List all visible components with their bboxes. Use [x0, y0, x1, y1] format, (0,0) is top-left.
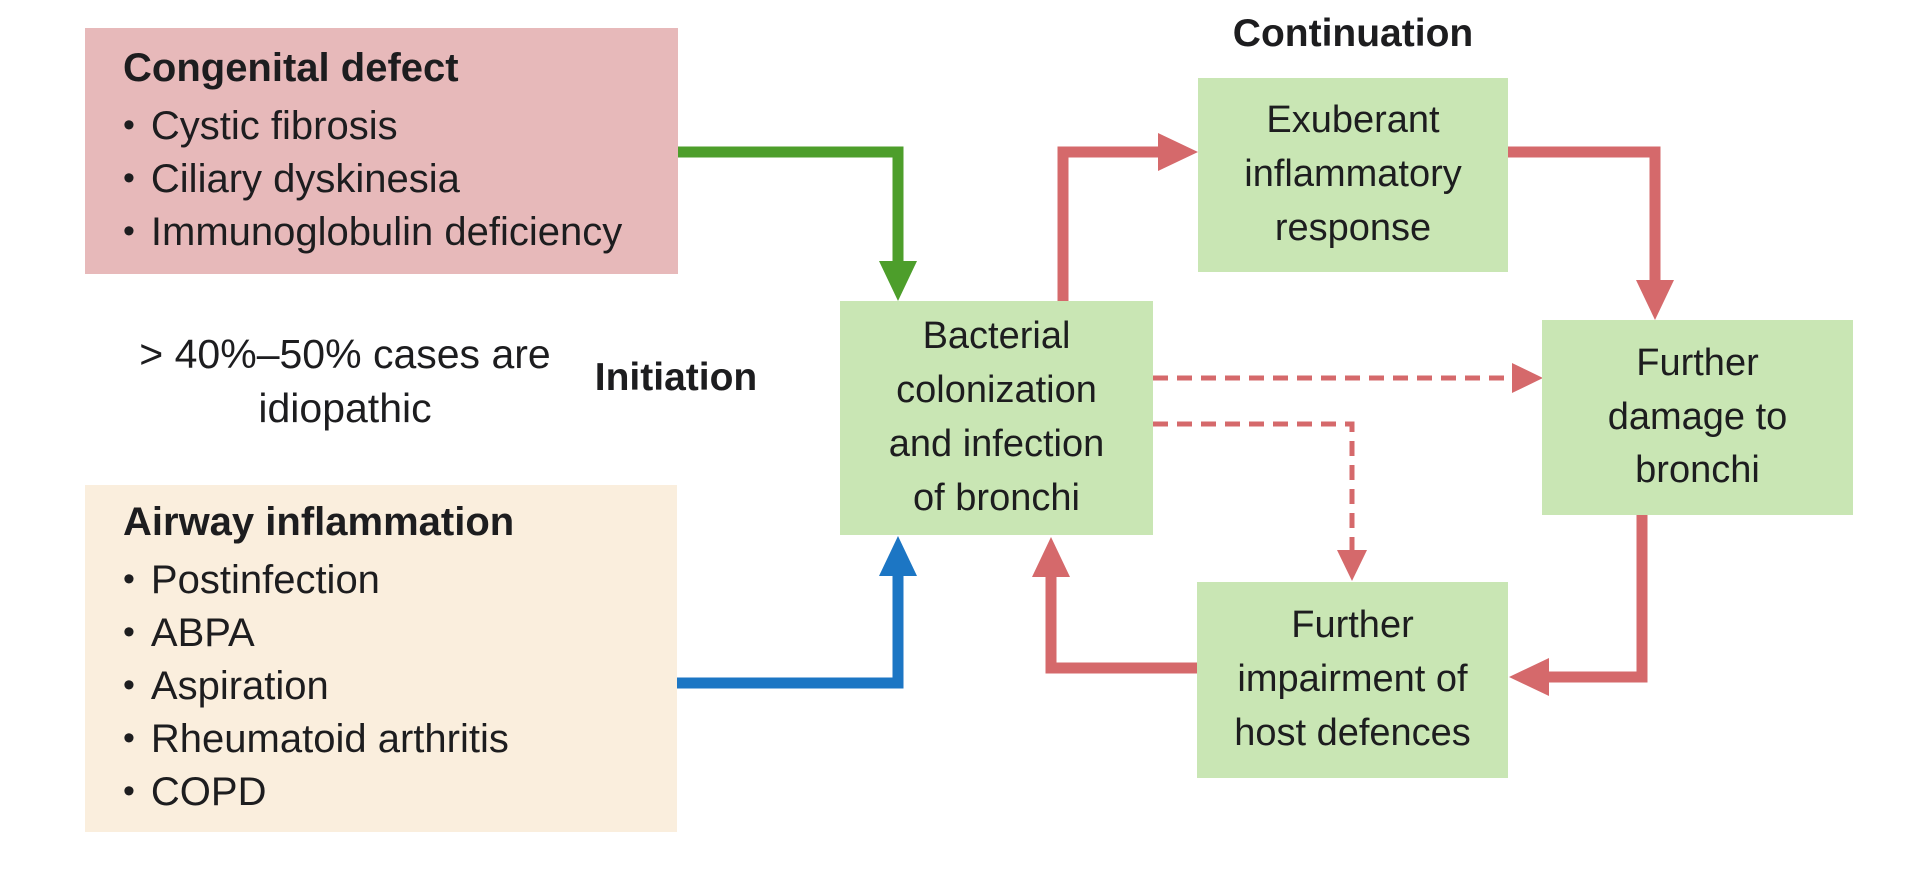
initiation-label: Initiation	[594, 356, 758, 399]
further-impairment-host-defences-node: Further impairment of host defences	[1197, 582, 1508, 778]
arrowhead-up-icon	[1032, 537, 1070, 577]
arrowhead-down-icon	[1636, 280, 1674, 320]
arrow-impairment-to-bacterial-line	[1045, 576, 1197, 674]
bacterial-colonization-node: Bacterial colonization and infection of …	[840, 301, 1153, 535]
list-item-text: Aspiration	[150, 664, 329, 708]
list-item-text: Cystic fibrosis	[150, 103, 398, 148]
arrow-congenital-to-bacterial-line	[678, 146, 904, 262]
airway-inflammation-box: Airway inflammation • Postinfection • ABPA…	[85, 485, 677, 832]
bullet-icon: •	[123, 772, 135, 810]
list-item: • ABPA	[123, 608, 639, 661]
list-item-text: Postinfection	[150, 558, 380, 602]
congenital-defect-list: • Cystic fibrosis • Ciliary dyskinesia • Im…	[123, 101, 640, 260]
list-item: • Cystic fibrosis	[123, 101, 640, 154]
list-item: • Ciliary dyskinesia	[123, 154, 640, 207]
arrow-exuberant-to-damage-line	[1508, 146, 1661, 281]
airway-inflammation-list: • Postinfection • ABPA • Aspiration • Rheuma…	[123, 555, 639, 820]
congenital-defect-box: Congenital defect • Cystic fibrosis • Cili…	[85, 28, 678, 274]
arrowhead-down-icon	[879, 261, 917, 301]
continuation-label: Continuation	[1232, 12, 1474, 55]
list-item: • Aspiration	[123, 661, 639, 714]
bullet-icon: •	[123, 211, 135, 250]
arrowhead-up-icon	[879, 536, 917, 576]
dashed-line-bacterial-to-impairment	[1153, 421, 1355, 550]
list-item-text: Ciliary dyskinesia	[150, 156, 460, 201]
list-item: • Postinfection	[123, 555, 639, 608]
arrow-exuberant-to-damage	[1508, 146, 1674, 320]
arrow-congenital-to-bacterial	[678, 146, 917, 301]
arrow-impairment-to-bacterial	[1032, 537, 1197, 674]
list-item: • Immunoglobulin deficiency	[123, 207, 640, 260]
arrowhead-right-icon	[1158, 133, 1198, 171]
arrow-bacterial-to-exuberant-line	[1057, 146, 1158, 301]
list-item: • COPD	[123, 767, 639, 820]
bullet-icon: •	[123, 560, 135, 598]
congenital-defect-title: Congenital defect	[123, 45, 459, 90]
bullet-icon: •	[123, 613, 135, 651]
arrow-damage-to-impairment	[1509, 515, 1648, 696]
exuberant-inflammatory-response-node: Exuberant inflammatory response	[1198, 78, 1508, 272]
arrow-airway-to-bacterial-line	[677, 575, 904, 689]
dashed-arrow-bacterial-to-damage	[1153, 363, 1543, 393]
list-item: • Rheumatoid arthritis	[123, 714, 639, 767]
arrow-damage-to-impairment-line	[1549, 515, 1648, 683]
list-item-text: COPD	[150, 770, 267, 814]
dashed-arrow-bacterial-to-impairment	[1153, 421, 1367, 581]
further-damage-to-bronchi-node: Further damage to bronchi	[1542, 320, 1853, 515]
arrowhead-right-icon	[1512, 363, 1543, 393]
bullet-icon: •	[123, 105, 135, 144]
bullet-icon: •	[123, 666, 135, 704]
arrowhead-left-icon	[1509, 658, 1549, 696]
bullet-icon: •	[123, 158, 135, 197]
arrow-airway-to-bacterial	[677, 536, 917, 689]
bullet-icon: •	[123, 719, 135, 757]
list-item-text: ABPA	[150, 611, 255, 655]
list-item-text: Rheumatoid arthritis	[150, 717, 509, 761]
idiopathic-note: > 40%–50% cases are idiopathic	[139, 331, 551, 431]
list-item-text: Immunoglobulin deficiency	[150, 209, 623, 254]
arrow-bacterial-to-exuberant	[1057, 133, 1198, 301]
arrowhead-down-icon	[1337, 550, 1367, 581]
airway-inflammation-title: Airway inflammation	[123, 500, 515, 544]
